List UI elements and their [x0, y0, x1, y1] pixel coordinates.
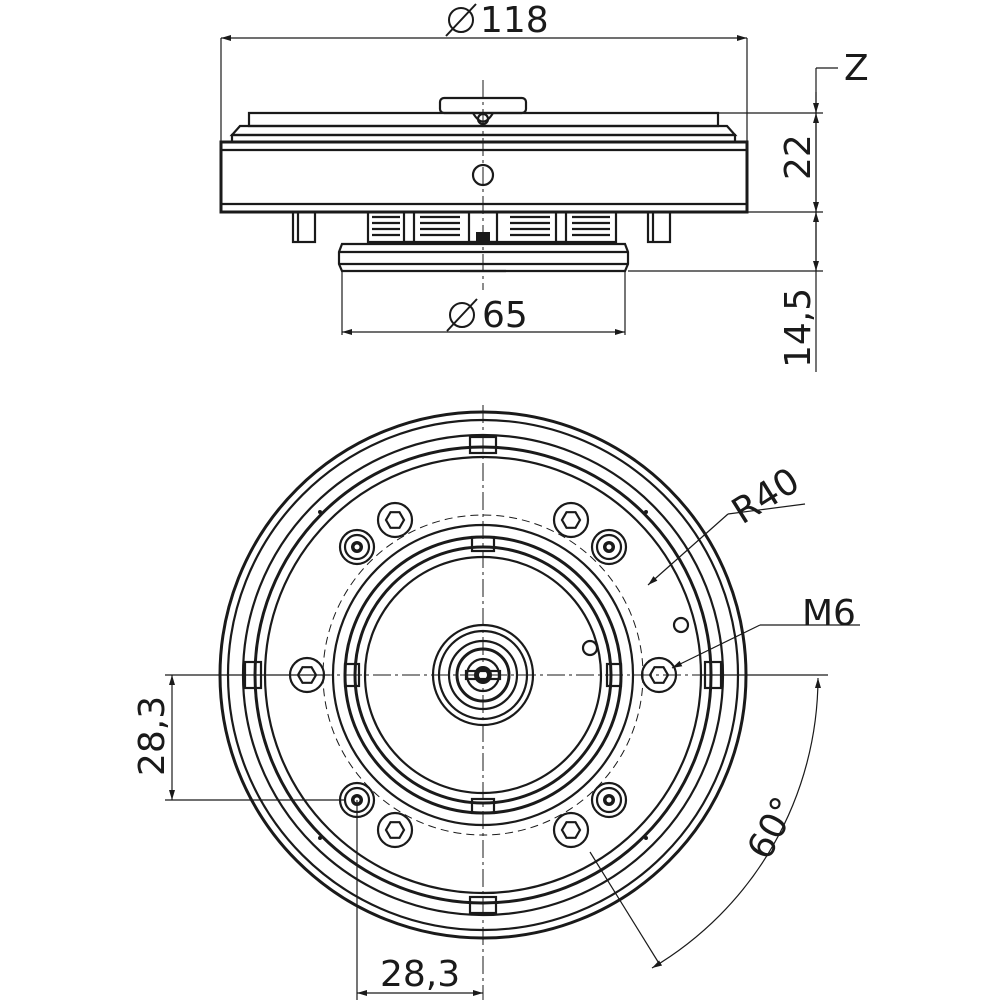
outer-diameter-value: 118	[480, 0, 549, 41]
threaded-hole-icon	[590, 781, 628, 819]
threaded-hole-icon	[590, 528, 628, 566]
threaded-hole-icon	[338, 528, 376, 566]
diameter-symbol-icon	[446, 298, 478, 332]
offset-horizontal-value: 28,3	[380, 954, 460, 995]
offset-vertical-value: 28,3	[132, 696, 173, 776]
hex-screw-icon	[552, 501, 590, 539]
diameter-symbol-icon	[445, 3, 477, 37]
angle-value: 60°	[740, 791, 806, 867]
hex-screw-icon	[376, 501, 414, 539]
central-hub	[431, 623, 535, 727]
radius-label: R40	[725, 460, 807, 532]
lower-diameter-value: 65	[482, 295, 528, 336]
main-body	[219, 140, 749, 214]
spring-stack	[366, 210, 618, 244]
height-lower-value: 14,5	[778, 288, 819, 368]
datum-label: Z	[844, 48, 869, 89]
top-view: R40 M6 28,3 28,3 60°	[132, 405, 860, 1000]
hex-screw-icon	[376, 811, 414, 849]
side-view: 118	[219, 0, 869, 372]
pin-left	[291, 210, 317, 244]
hex-screw-icon	[552, 811, 590, 849]
pin-right	[646, 210, 672, 244]
thread-label: M6	[802, 593, 856, 634]
height-upper-value: 22	[778, 134, 819, 180]
